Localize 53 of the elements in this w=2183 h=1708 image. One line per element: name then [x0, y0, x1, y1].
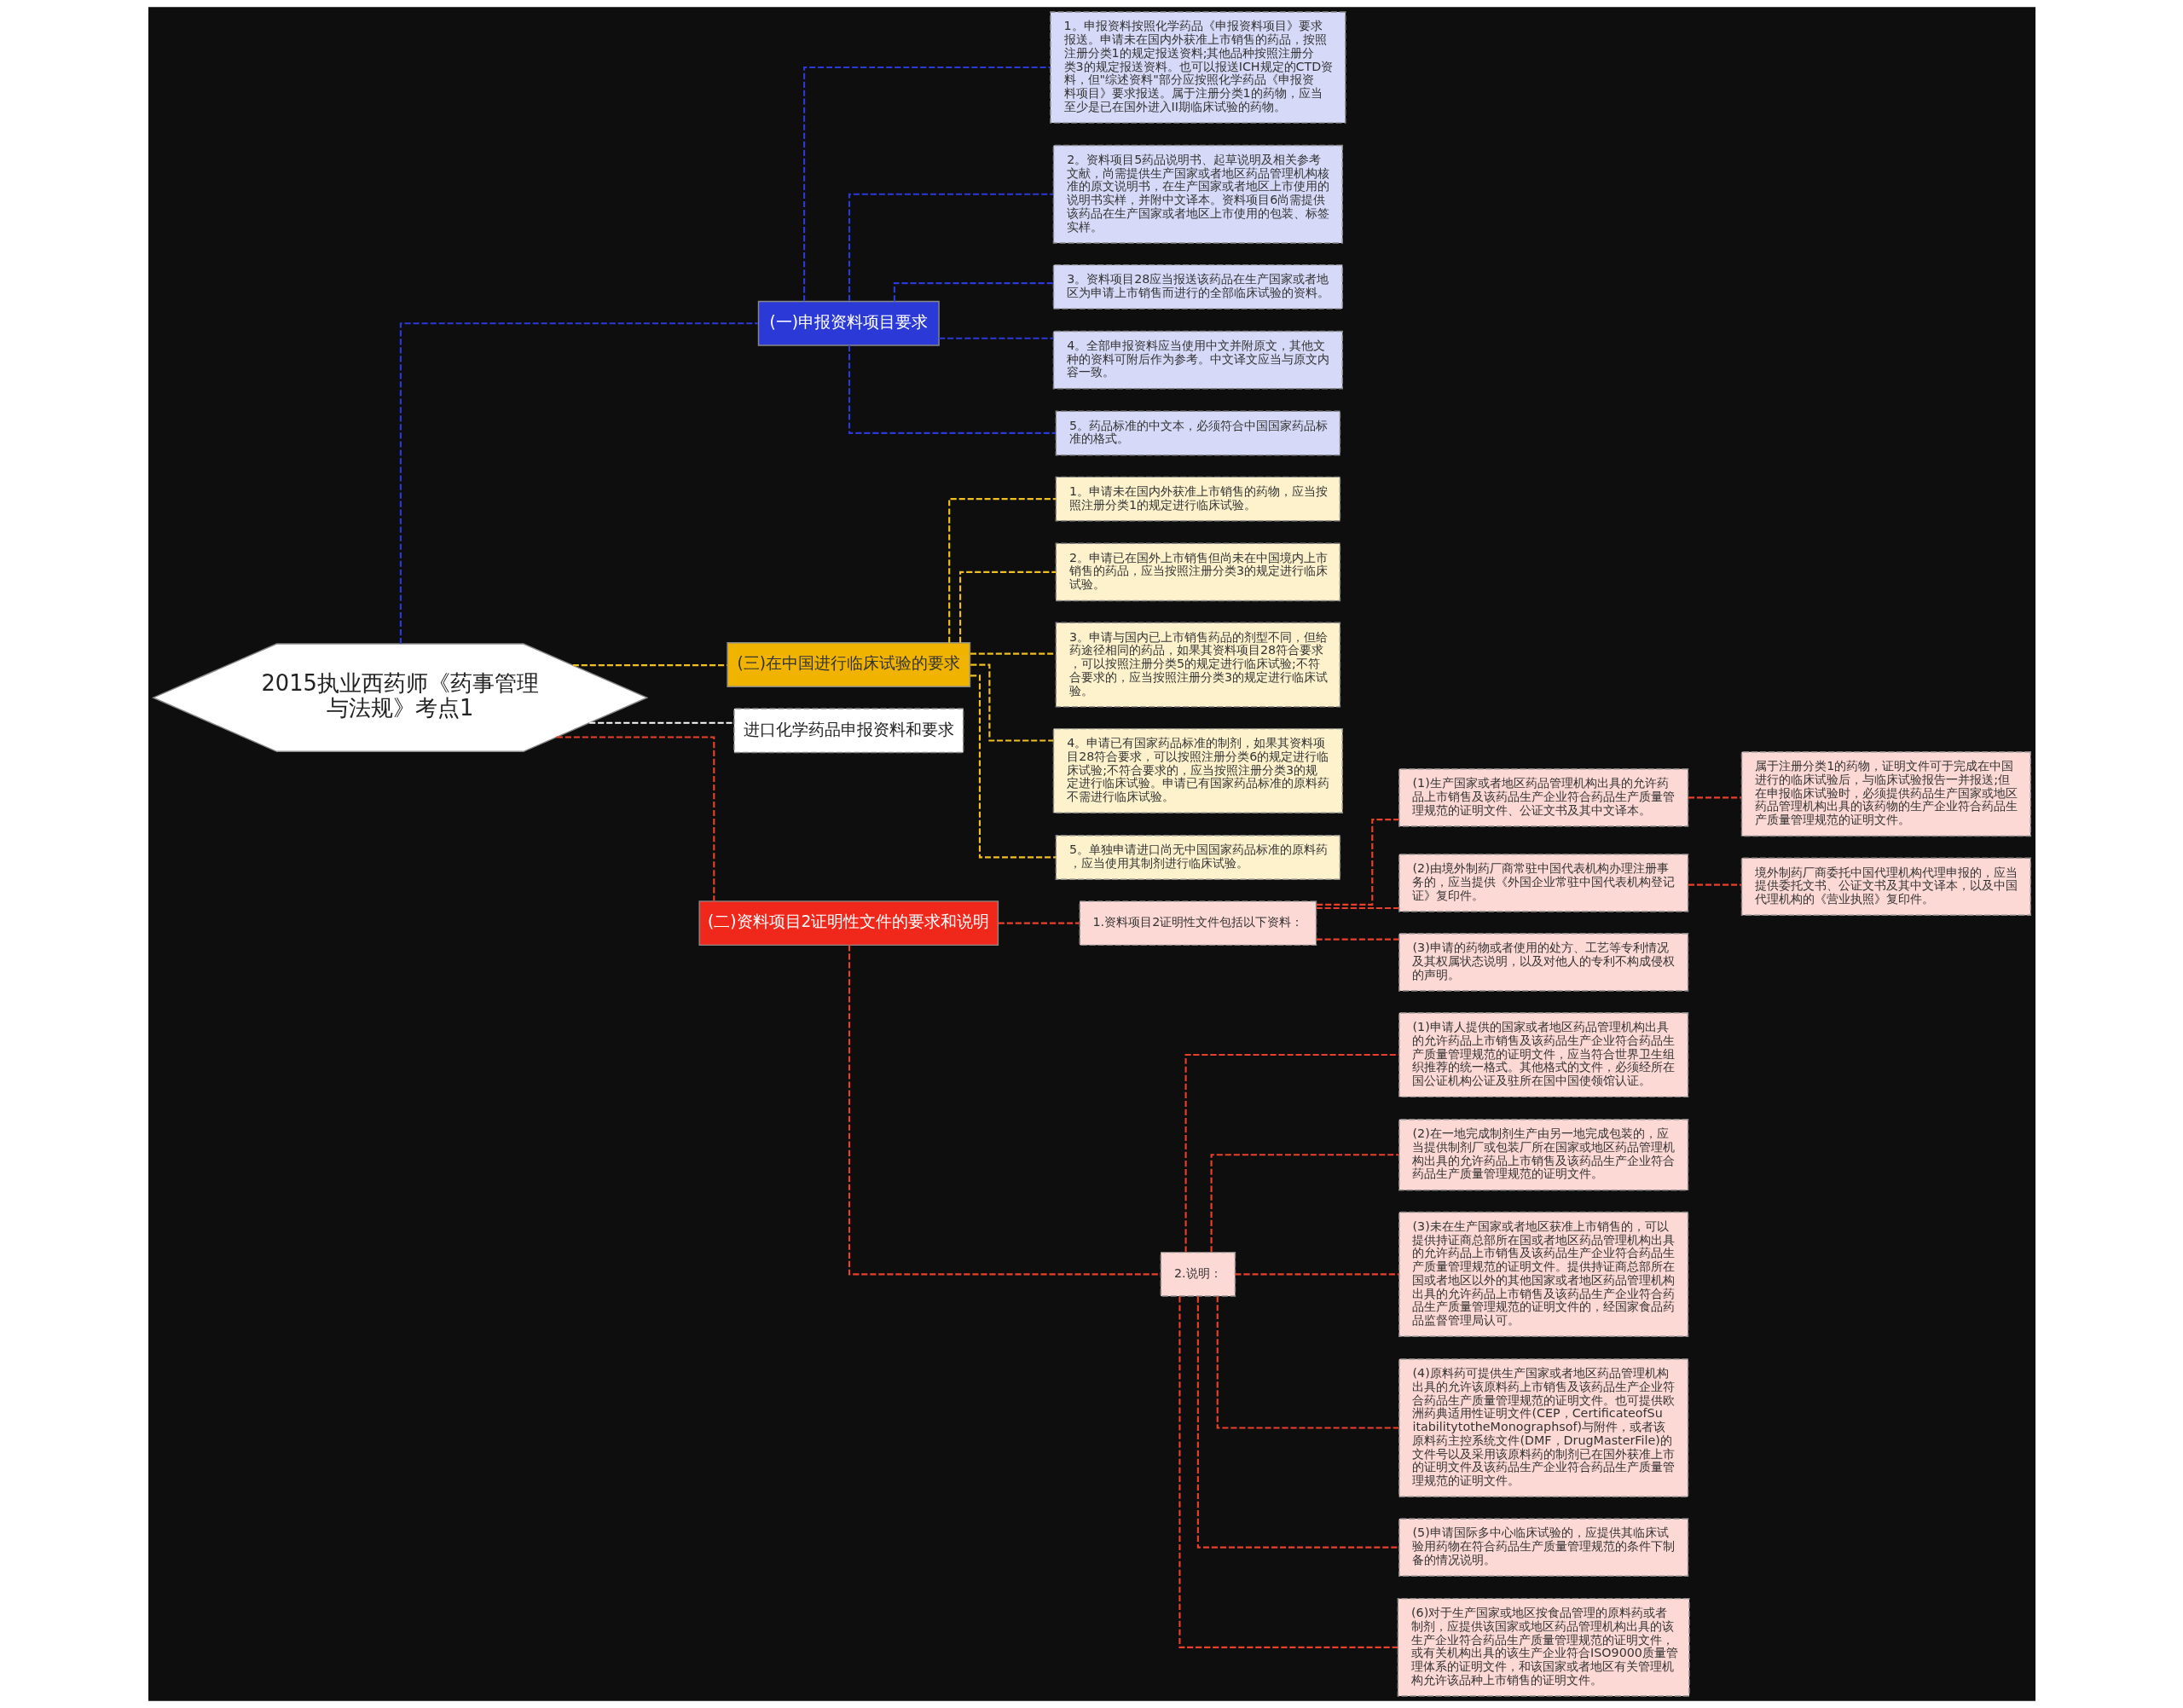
node-box: 属于注册分类1的药物，证明文件可于完成在中国进行的临床试验后，与临床试验报告一并报送;但在申报临床试验时，必须提供药品生产国家或地区药品管理机构出具的该药物的生产企业符合药品生产质量管理规范的证明文件。 — [1740, 751, 2031, 837]
node-box: (5)申请国际多中心临床试验的，应提供其临床试验用药物在符合药品生产质量管理规范的条件下制备的情况说明。 — [1398, 1518, 1688, 1577]
connector — [1196, 1296, 1399, 1549]
node-box: (三)在中国进行临床试验的要求 — [726, 642, 970, 687]
connector — [1210, 1154, 1398, 1252]
connector — [893, 282, 1053, 302]
node-box: 5。药品标准的中文本，必须符合中国国家药品标准的格式。 — [1055, 410, 1340, 456]
connector — [1688, 796, 1741, 799]
node-box: (2)由境外制药厂商常驻中国代表机构办理注册事务的，应当提供《外国企业常驻中国代表机构登记证》复印件。 — [1398, 854, 1688, 912]
connector — [848, 945, 1161, 1276]
connector — [947, 498, 1056, 643]
connector — [970, 663, 1053, 742]
node-box: 进口化学药品申报资料和要求 — [732, 708, 964, 754]
node-box: 1。申报资料按照化学药品《申报资料项目》要求报送。申请未在国内外获准上市销售的药品，按照注册分类1的规定报送资料;其他品种按照注册分类3的规定报送资料。也可以报送ICH规定的CTD资料，但"综述资料"部分应按照化学药品《申报资料项目》要求报送。属于注册分类1的药物，应当至少是已在国外进入II期临床试验的药物。 — [1049, 11, 1346, 124]
connector — [802, 67, 1051, 302]
connector — [998, 922, 1080, 924]
node-box: 2。资料项目5药品说明书、起草说明及相关参考文献，尚需提供生产国家或者地区药品管理机构核准的原文说明书，在生产国家或者地区上市使用的说明书实样，并附中文译本。资料项目6尚需提供该药品在生产国家或者地区上市使用的包装、标签实样。 — [1052, 144, 1343, 244]
node-box: (4)原料药可提供生产国家或者地区药品管理机构出具的允许该原料药上市销售及该药品生产企业符合药品生产质量管理规范的证明文件。也可提供欧洲药典适用性证明文件(CEP，CertificateofSuitabilitytotheMonographsof)与附件，或者该原料药主控系统文件(DMF，DrugMasterFile)的文件号以及采用该原料药的制剂已在国外获准上市的证明文件及该药品生产企业符合药品生产质量管理规范的证明文件。 — [1398, 1358, 1688, 1497]
connector — [1316, 938, 1399, 941]
node-box: 4。全部申报资料应当使用中文并附原文，其他文种的资料可附后作为参考。中文译文应当与原文内容一致。 — [1052, 330, 1343, 390]
node-box: 境外制药厂商委托中国代理机构代理申报的，应当提供委托文书、公证文书及其中文译本，以及中国代理机构的《营业执照》复印件。 — [1740, 857, 2031, 917]
connector — [1316, 906, 1399, 910]
connector — [1688, 883, 1741, 886]
connector — [1235, 1273, 1399, 1276]
connector — [1178, 1296, 1398, 1648]
connector — [938, 337, 1053, 339]
node-box: 2.说明： — [1160, 1251, 1236, 1297]
connector — [958, 570, 1056, 643]
connector — [556, 736, 715, 901]
node-box: (1)生产国家或者地区药品管理机构出具的允许药品上市销售及该药品生产企业符合药品生产质量管理规范的证明文件、公证文书及其中文译本。 — [1398, 768, 1688, 827]
node-box: 2。申请已在国外上市销售但尚未在中国境内上市销售的药品，应当按照注册分类3的规定进行临床试验。 — [1055, 542, 1340, 602]
connector — [848, 193, 1053, 301]
node-box: (一)申报资料项目要求 — [757, 300, 940, 346]
connector — [970, 652, 1056, 655]
connector — [970, 675, 1056, 859]
node-box: (二)资料项目2证明性文件的要求和说明 — [698, 900, 999, 947]
node-box: 1。申请未在国内外获准上市销售的药物，应当按照注册分类1的规定进行临床试验。 — [1055, 476, 1340, 522]
node-box: 3。资料项目28应当报送该药品在生产国家或者地区为申请上市销售而进行的全部临床试验的资料。 — [1052, 263, 1343, 310]
node-box: 3。申请与国内已上市销售药品的剂型不同，但给药途径相同的药品，如果其资料项目28符合要求，可以按照注册分类5的规定进行临床试验;不符合要求的，应当按照注册分类3的规定进行临床试验。 — [1055, 622, 1340, 708]
connector — [399, 322, 758, 644]
node-box: (6)对于生产国家或地区按食品管理的原料药或者制剂，应提供该国家或地区药品管理机构出具的该生产企业符合药品生产质量管理规范的证明文件，或有关机构出具的该生产企业符合ISO9000质量管理体系的证明文件，和该国家或者地区有关管理机构允许该品种上市销售的证明文件。 — [1397, 1597, 1690, 1697]
node-box: (3)申请的药物或者使用的处方、工艺等专利情况及其权属状态说明，以及对他人的专利不构成侵权的声明。 — [1398, 933, 1688, 992]
connector — [1184, 1053, 1399, 1253]
node-box: (3)未在生产国家或者地区获准上市销售的，可以提供持证商总部所在国或者地区药品管理机构出具的允许药品上市销售及该药品生产企业符合药品生产质量管理规范的证明文件。提供持证商总部所在国或者地区以外的其他国家或者地区药品管理机构出具的允许药品上市销售及该药品生产企业符合药品生产质量管理规范的证明文件的，经国家食品药品监督管理局认可。 — [1398, 1211, 1688, 1337]
connector — [848, 345, 1056, 434]
connector — [588, 721, 734, 724]
connector — [572, 664, 727, 667]
node-box: 1.资料项目2证明性文件包括以下资料： — [1078, 900, 1317, 947]
node-box: (2)在一地完成制剂生产由另一地完成包装的，应当提供制剂厂或包装厂所在国家或地区药品管理机构出具的允许药品上市销售及该药品生产企业符合药品生产质量管理规范的证明文件。 — [1398, 1119, 1688, 1191]
node-box: 5。单独申请进口尚无中国国家药品标准的原料药，应当使用其制剂进行临床试验。 — [1055, 835, 1340, 880]
node-box: (1)申请人提供的国家或者地区药品管理机构出具的允许药品上市销售及该药品生产企业符合药品生产质量管理规范的证明文件，应当符合世界卫生组织推荐的统一格式。其他格式的文件，必须经所在国公证机构公证及驻所在国中国使领馆认证。 — [1398, 1012, 1688, 1098]
node-box: 4。申请已有国家药品标准的制剂，如果其资料项目28符合要求，可以按照注册分类6的规定进行临床试验;不符合要求的，应当按照注册分类3的规定进行临床试验。申请已有国家药品标准的原料药不需进行临床试验。 — [1052, 727, 1343, 813]
connector — [1216, 1296, 1398, 1429]
